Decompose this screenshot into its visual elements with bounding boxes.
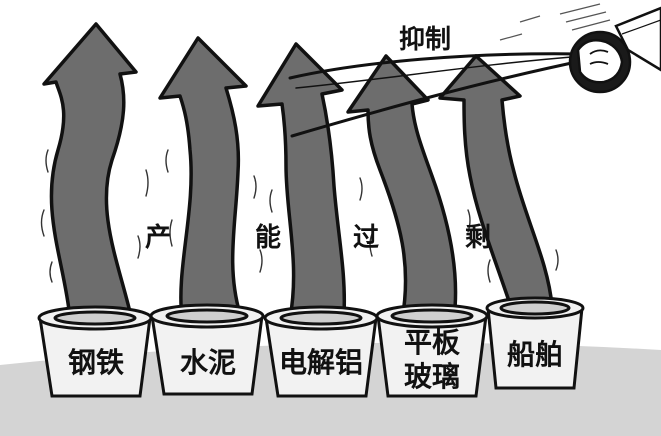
shading-strokes xyxy=(499,3,611,41)
caption-char: 能 xyxy=(255,222,281,253)
pot-label-ships: 船舶 xyxy=(507,338,563,371)
pot xyxy=(375,303,489,398)
arrow-icon xyxy=(42,22,138,320)
caption-char: 剩 xyxy=(465,223,491,253)
motion-lines xyxy=(40,149,559,283)
rope-icon xyxy=(288,52,588,138)
rope-label: 抑制 xyxy=(399,25,451,55)
pot-label-aluminum: 电解铝 xyxy=(279,346,363,379)
pot xyxy=(37,305,153,398)
caption-char: 过 xyxy=(353,223,379,253)
pots xyxy=(37,296,585,398)
pot-label-flat-glass-line1: 平板 xyxy=(404,326,460,359)
pot xyxy=(485,296,585,390)
caption-char: 产 xyxy=(145,223,171,253)
arrow-icon xyxy=(346,54,458,322)
pot-label-flat-glass-line2: 玻璃 xyxy=(404,360,460,393)
arrow-icon xyxy=(158,36,248,320)
arrow-icon xyxy=(438,54,554,312)
pot xyxy=(263,305,379,398)
hand-icon xyxy=(568,6,661,94)
pot-label-cement: 水泥 xyxy=(180,346,236,379)
pot xyxy=(149,303,265,396)
arrow-icon xyxy=(256,42,347,320)
arrows xyxy=(42,22,554,322)
pot-label-steel: 钢铁 xyxy=(68,346,124,379)
